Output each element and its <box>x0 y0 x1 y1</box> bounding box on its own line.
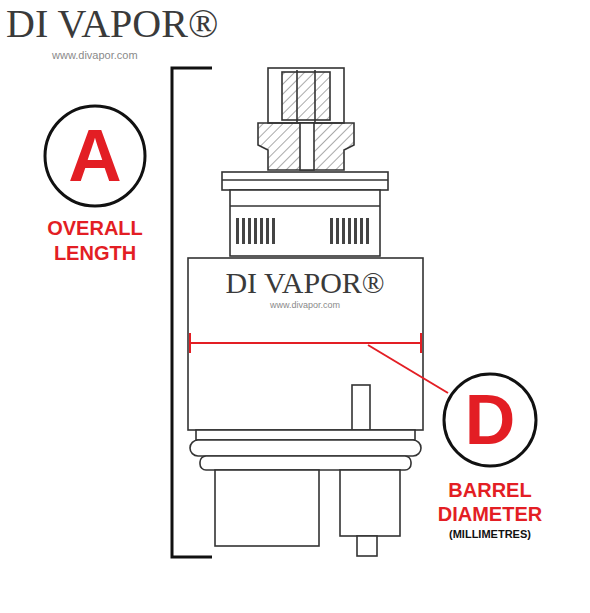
cartridge-part <box>300 123 314 170</box>
cartridge-part <box>268 68 344 123</box>
gear-tooth <box>248 218 251 244</box>
dimension-name: BARREL DIAMETER <box>425 478 555 526</box>
diameter-dimension <box>190 333 448 393</box>
dimension-callout: A OVERALL LENGTH <box>30 104 160 266</box>
gear-tooth <box>254 218 257 244</box>
cartridge-part <box>230 190 380 256</box>
cartridge-part <box>190 342 421 344</box>
gear-tooth <box>266 218 269 244</box>
cartridge-part <box>200 456 411 470</box>
cartridge-part <box>196 430 415 440</box>
gear-tooth <box>260 218 263 244</box>
cartridge-part <box>222 179 388 181</box>
dimension-callout: D BARREL DIAMETER (MILLIMETRES) <box>425 372 555 541</box>
cartridge-outline <box>188 68 423 556</box>
cartridge-part <box>230 205 380 207</box>
cartridge-part <box>222 172 388 190</box>
cartridge-part <box>215 470 319 546</box>
barrel-logo: DI VAPOR® <box>225 268 384 298</box>
gear-tooth <box>330 218 333 244</box>
ring-circle <box>45 106 145 206</box>
cartridge-part <box>340 470 400 536</box>
callout-letter: A <box>68 119 121 193</box>
unit-note: (MILLIMETRES) <box>425 528 555 541</box>
brand-url: www.divapor.com <box>52 50 138 61</box>
cartridge-part <box>258 123 354 170</box>
cartridge-part <box>296 70 298 122</box>
cartridge-part <box>282 72 330 120</box>
cartridge-part <box>314 70 316 122</box>
cartridge-part <box>352 385 370 430</box>
callout-ring: D <box>442 372 538 468</box>
callout-ring: A <box>43 104 147 208</box>
cartridge-part <box>420 333 422 353</box>
cartridge-part <box>368 345 448 393</box>
ring-holder: A <box>43 104 147 208</box>
cartridge-part <box>357 536 377 556</box>
gear-teeth <box>236 218 369 244</box>
cartridge-part <box>190 440 421 456</box>
gear-tooth <box>236 218 239 244</box>
gear-tooth <box>360 218 363 244</box>
cartridge-part <box>188 258 423 430</box>
gear-tooth <box>366 218 369 244</box>
gear-tooth <box>272 218 275 244</box>
gear-tooth <box>242 218 245 244</box>
cartridge-part <box>189 333 191 353</box>
brand-logo: DI VAPOR® <box>6 4 218 44</box>
ring-holder: D <box>442 372 538 468</box>
ring-circle <box>444 374 536 466</box>
gear-tooth <box>354 218 357 244</box>
gear-tooth <box>342 218 345 244</box>
gear-tooth <box>348 218 351 244</box>
gear-tooth <box>336 218 339 244</box>
callout-letter: D <box>465 385 516 455</box>
dimension-name: OVERALL LENGTH <box>30 216 160 266</box>
barrel-url: www.divapor.com <box>270 301 340 310</box>
